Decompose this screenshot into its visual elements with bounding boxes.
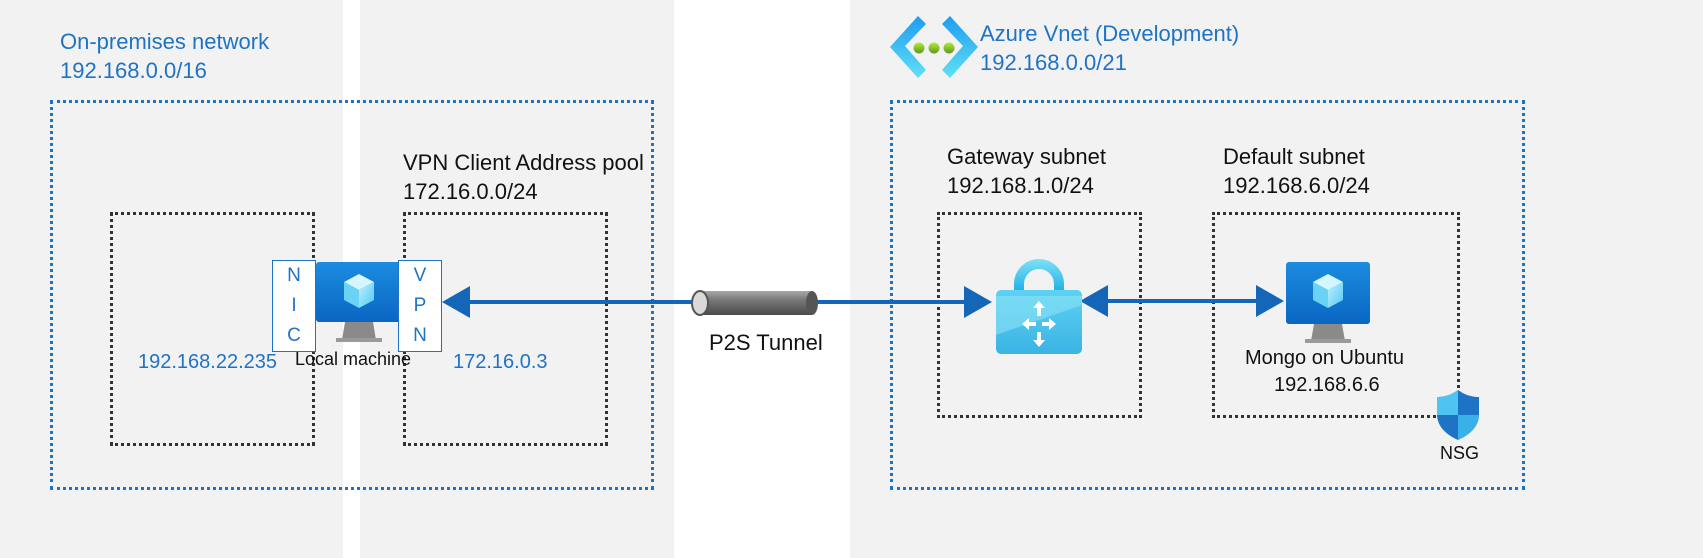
azure-vnet-title: Azure Vnet (Development)	[980, 21, 1240, 46]
local-machine-label: Local machine	[295, 349, 412, 369]
vpn-letter: P	[413, 295, 427, 316]
nic-label-box: N I C	[272, 260, 316, 352]
vpn-letter: N	[413, 325, 427, 346]
mongo-vm-label: Mongo on Ubuntu	[1245, 347, 1405, 369]
azure-vnet-cidr: 192.168.0.0/21	[980, 50, 1127, 75]
azure-vnet-boundary	[890, 100, 1525, 490]
gateway-subnet-title: Gateway subnet	[947, 144, 1106, 169]
nic-letter: C	[287, 325, 301, 346]
vpn-client-ip: 172.16.0.3	[453, 351, 548, 373]
default-subnet-cidr: 192.168.6.0/24	[1223, 173, 1370, 198]
vpn-pool-cidr: 172.16.0.0/24	[403, 179, 538, 204]
on-prem-boundary	[50, 100, 654, 490]
nic-letter: N	[287, 265, 301, 286]
default-subnet-box	[1212, 212, 1460, 418]
on-prem-title: On-premises network	[60, 29, 270, 54]
vpn-letter: V	[413, 265, 427, 286]
azure-panel	[850, 0, 1703, 558]
nic-letter: I	[291, 295, 297, 316]
nsg-label: NSG	[1440, 443, 1480, 463]
local-machine-ip: 192.168.22.235	[138, 351, 278, 373]
mongo-vm-ip: 192.168.6.6	[1274, 374, 1380, 396]
on-prem-cidr: 192.168.0.0/16	[60, 58, 207, 83]
gateway-subnet-cidr: 192.168.1.0/24	[947, 173, 1094, 198]
vpn-label-box: V P N	[398, 260, 442, 352]
gateway-subnet-box	[937, 212, 1142, 418]
vpn-pool-title: VPN Client Address pool	[403, 150, 644, 175]
tunnel-label: P2S Tunnel	[709, 330, 823, 355]
default-subnet-title: Default subnet	[1223, 144, 1365, 169]
